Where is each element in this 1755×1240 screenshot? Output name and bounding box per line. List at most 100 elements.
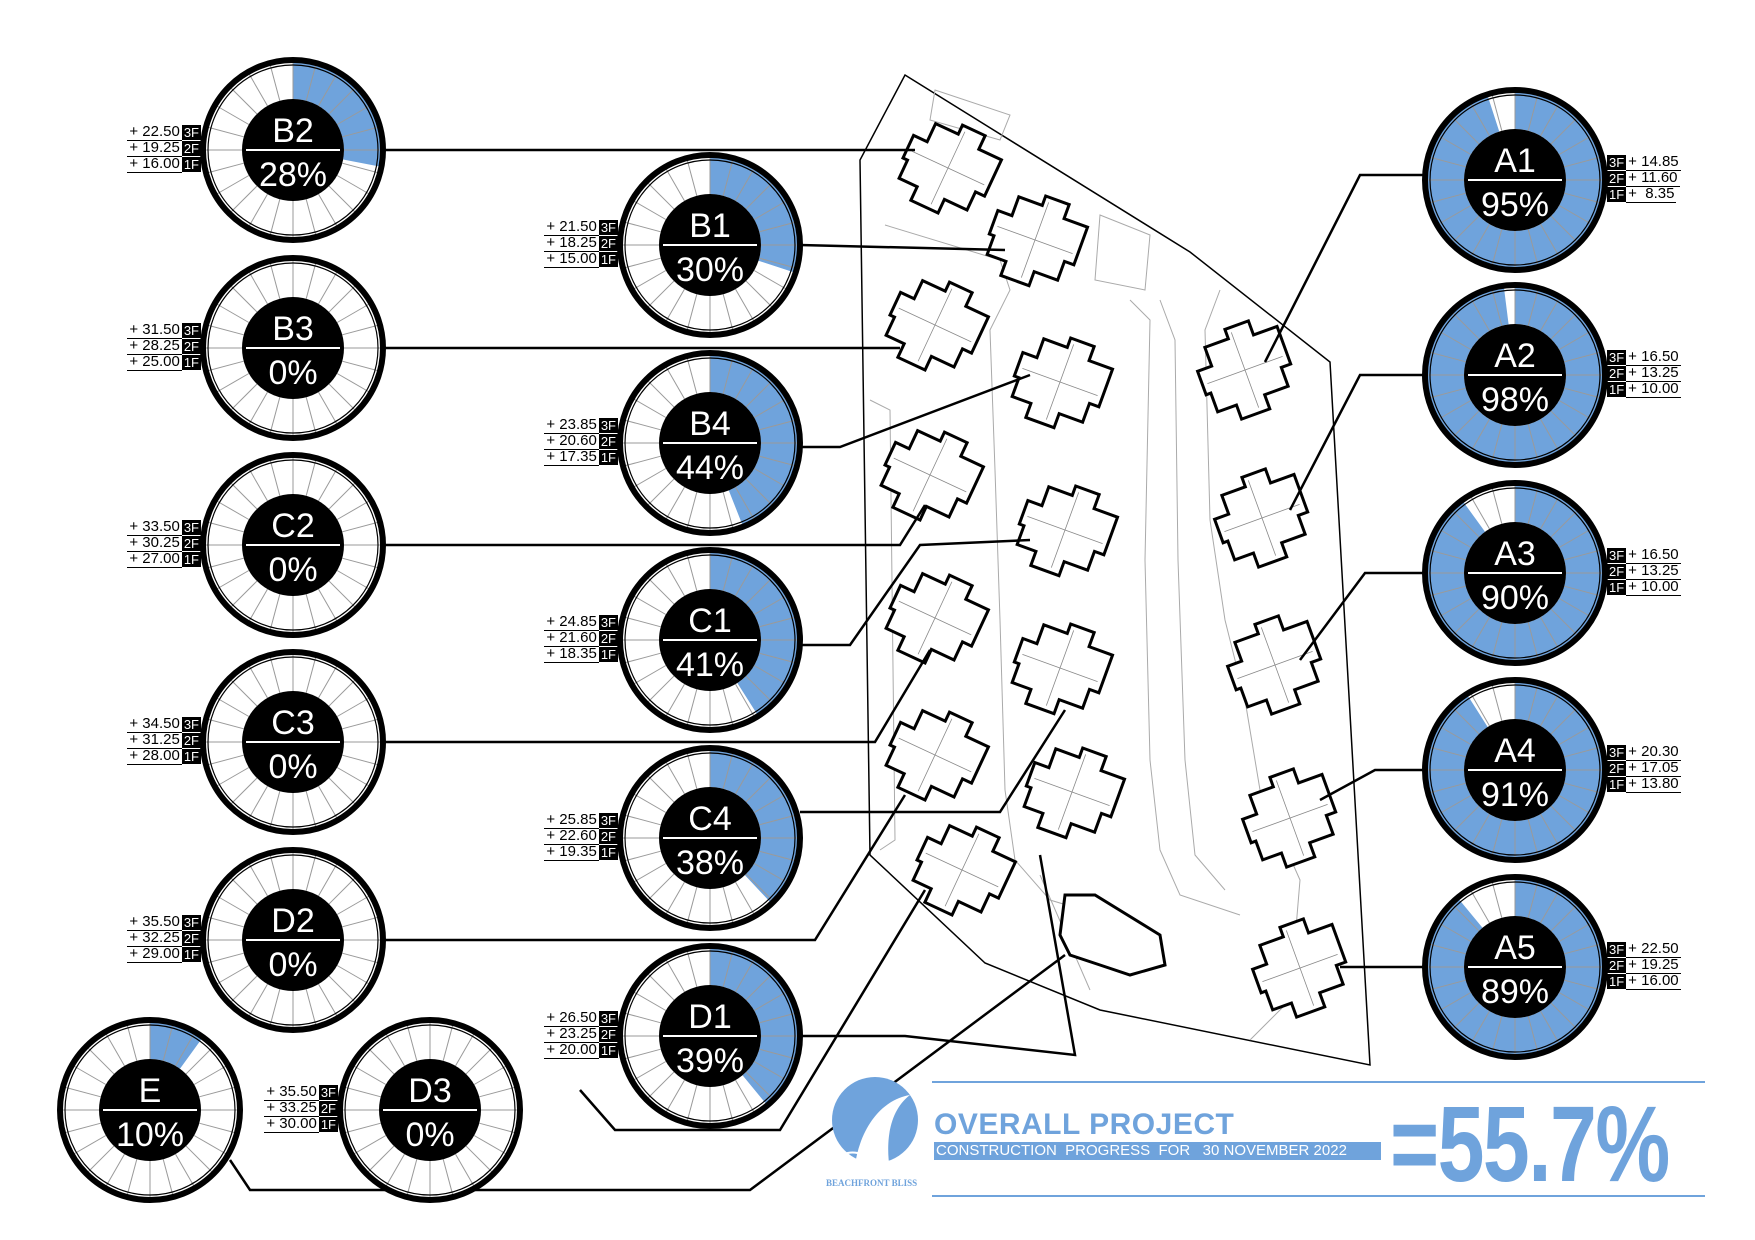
- dial-ring: [200, 649, 386, 835]
- level-elevation: + 23.85: [544, 415, 599, 434]
- floor-tag: 3F: [1607, 154, 1627, 170]
- floor-tag: 3F: [598, 812, 618, 828]
- level-elevation: + 16.00: [127, 154, 182, 173]
- floor-tag: 3F: [181, 716, 201, 732]
- floor-tag: 1F: [598, 844, 618, 860]
- level-row: 2F+ 13.25: [1607, 562, 1681, 580]
- level-row: 3F+ 20.30: [1607, 743, 1681, 761]
- unit-label: C2: [271, 507, 314, 545]
- unit-percent: 95%: [1481, 186, 1549, 224]
- unit-label: B1: [689, 207, 731, 245]
- unit-label: A5: [1494, 929, 1536, 967]
- level-elevation: + 13.25: [1626, 363, 1681, 382]
- level-elevation: + 20.60: [544, 431, 599, 450]
- floor-tag: 1F: [318, 1116, 338, 1132]
- floor-tag: 3F: [181, 124, 201, 140]
- level-row: 3F+ 14.85: [1607, 153, 1681, 171]
- level-elevation: + 21.50: [544, 217, 599, 236]
- unit-percent: 89%: [1481, 973, 1549, 1011]
- level-elevation: + 23.25: [544, 1024, 599, 1043]
- progress-sector: [710, 948, 798, 1104]
- unit-label: E: [139, 1072, 162, 1110]
- unit-percent: 0%: [268, 551, 317, 589]
- level-elevation: + 22.50: [127, 122, 182, 141]
- level-elevation: + 18.35: [544, 644, 599, 663]
- floor-tag: 2F: [181, 930, 201, 946]
- dial-ring: [1422, 87, 1608, 273]
- level-elevation: + 22.60: [544, 826, 599, 845]
- unit-label: D2: [271, 902, 314, 940]
- unit-percent: 0%: [405, 1116, 454, 1154]
- level-elevation: + 17.35: [544, 447, 599, 466]
- dial-ring: [200, 847, 386, 1033]
- level-elevation: + 24.85: [544, 612, 599, 631]
- level-elevation: + 26.50: [544, 1008, 599, 1027]
- progress-sector: [710, 157, 798, 273]
- unit-label: B3: [272, 310, 314, 348]
- progress-sector: [710, 750, 798, 903]
- unit-percent: 39%: [676, 1042, 744, 1080]
- level-elevation: + 33.25: [264, 1098, 319, 1117]
- level-elevation: + 31.25: [127, 730, 182, 749]
- dial-ring: [617, 350, 803, 536]
- level-elevation: + 30.00: [264, 1114, 319, 1133]
- level-elevation: + 35.50: [264, 1082, 319, 1101]
- level-elevation: + 28.25: [127, 336, 182, 355]
- level-row: 1F+ 10.00: [1607, 578, 1681, 596]
- floor-tag: 3F: [598, 614, 618, 630]
- level-elevation: + 17.05: [1626, 758, 1681, 777]
- floor-tag: 3F: [181, 322, 201, 338]
- unit-label: B4: [689, 405, 731, 443]
- level-elevation: + 19.25: [1626, 955, 1681, 974]
- unit-percent: 30%: [676, 251, 744, 289]
- dial-ring: [57, 1017, 243, 1203]
- unit-percent: 98%: [1481, 381, 1549, 419]
- beachfront-logo-icon: [832, 1077, 918, 1171]
- unit-percent: 91%: [1481, 776, 1549, 814]
- floor-tag: 2F: [318, 1100, 338, 1116]
- level-elevation: + 35.50: [127, 912, 182, 931]
- site-plan: [859, 73, 1371, 1066]
- dial-b3: B30%: [200, 255, 386, 441]
- floor-tag: 3F: [598, 417, 618, 433]
- floor-tag: 1F: [1607, 186, 1627, 202]
- unit-percent: 0%: [268, 748, 317, 786]
- dial-c2: C20%: [200, 452, 386, 638]
- level-elevation: + 27.00: [127, 549, 182, 568]
- unit-percent: 0%: [268, 946, 317, 984]
- level-row: 1F+ 8.35: [1607, 185, 1681, 203]
- floor-tag: 1F: [181, 156, 201, 172]
- floor-tag: 2F: [1607, 365, 1627, 381]
- progress-sector: [710, 552, 798, 715]
- progress-sector: [293, 62, 381, 167]
- unit-label: D1: [688, 998, 731, 1036]
- floor-tag: 3F: [181, 914, 201, 930]
- floor-tag: 1F: [181, 354, 201, 370]
- floor-tag: 1F: [1607, 579, 1627, 595]
- dial-ring: [200, 452, 386, 638]
- floor-tag: 2F: [1607, 563, 1627, 579]
- unit-label: A2: [1494, 337, 1536, 375]
- floor-tag: 2F: [598, 1026, 618, 1042]
